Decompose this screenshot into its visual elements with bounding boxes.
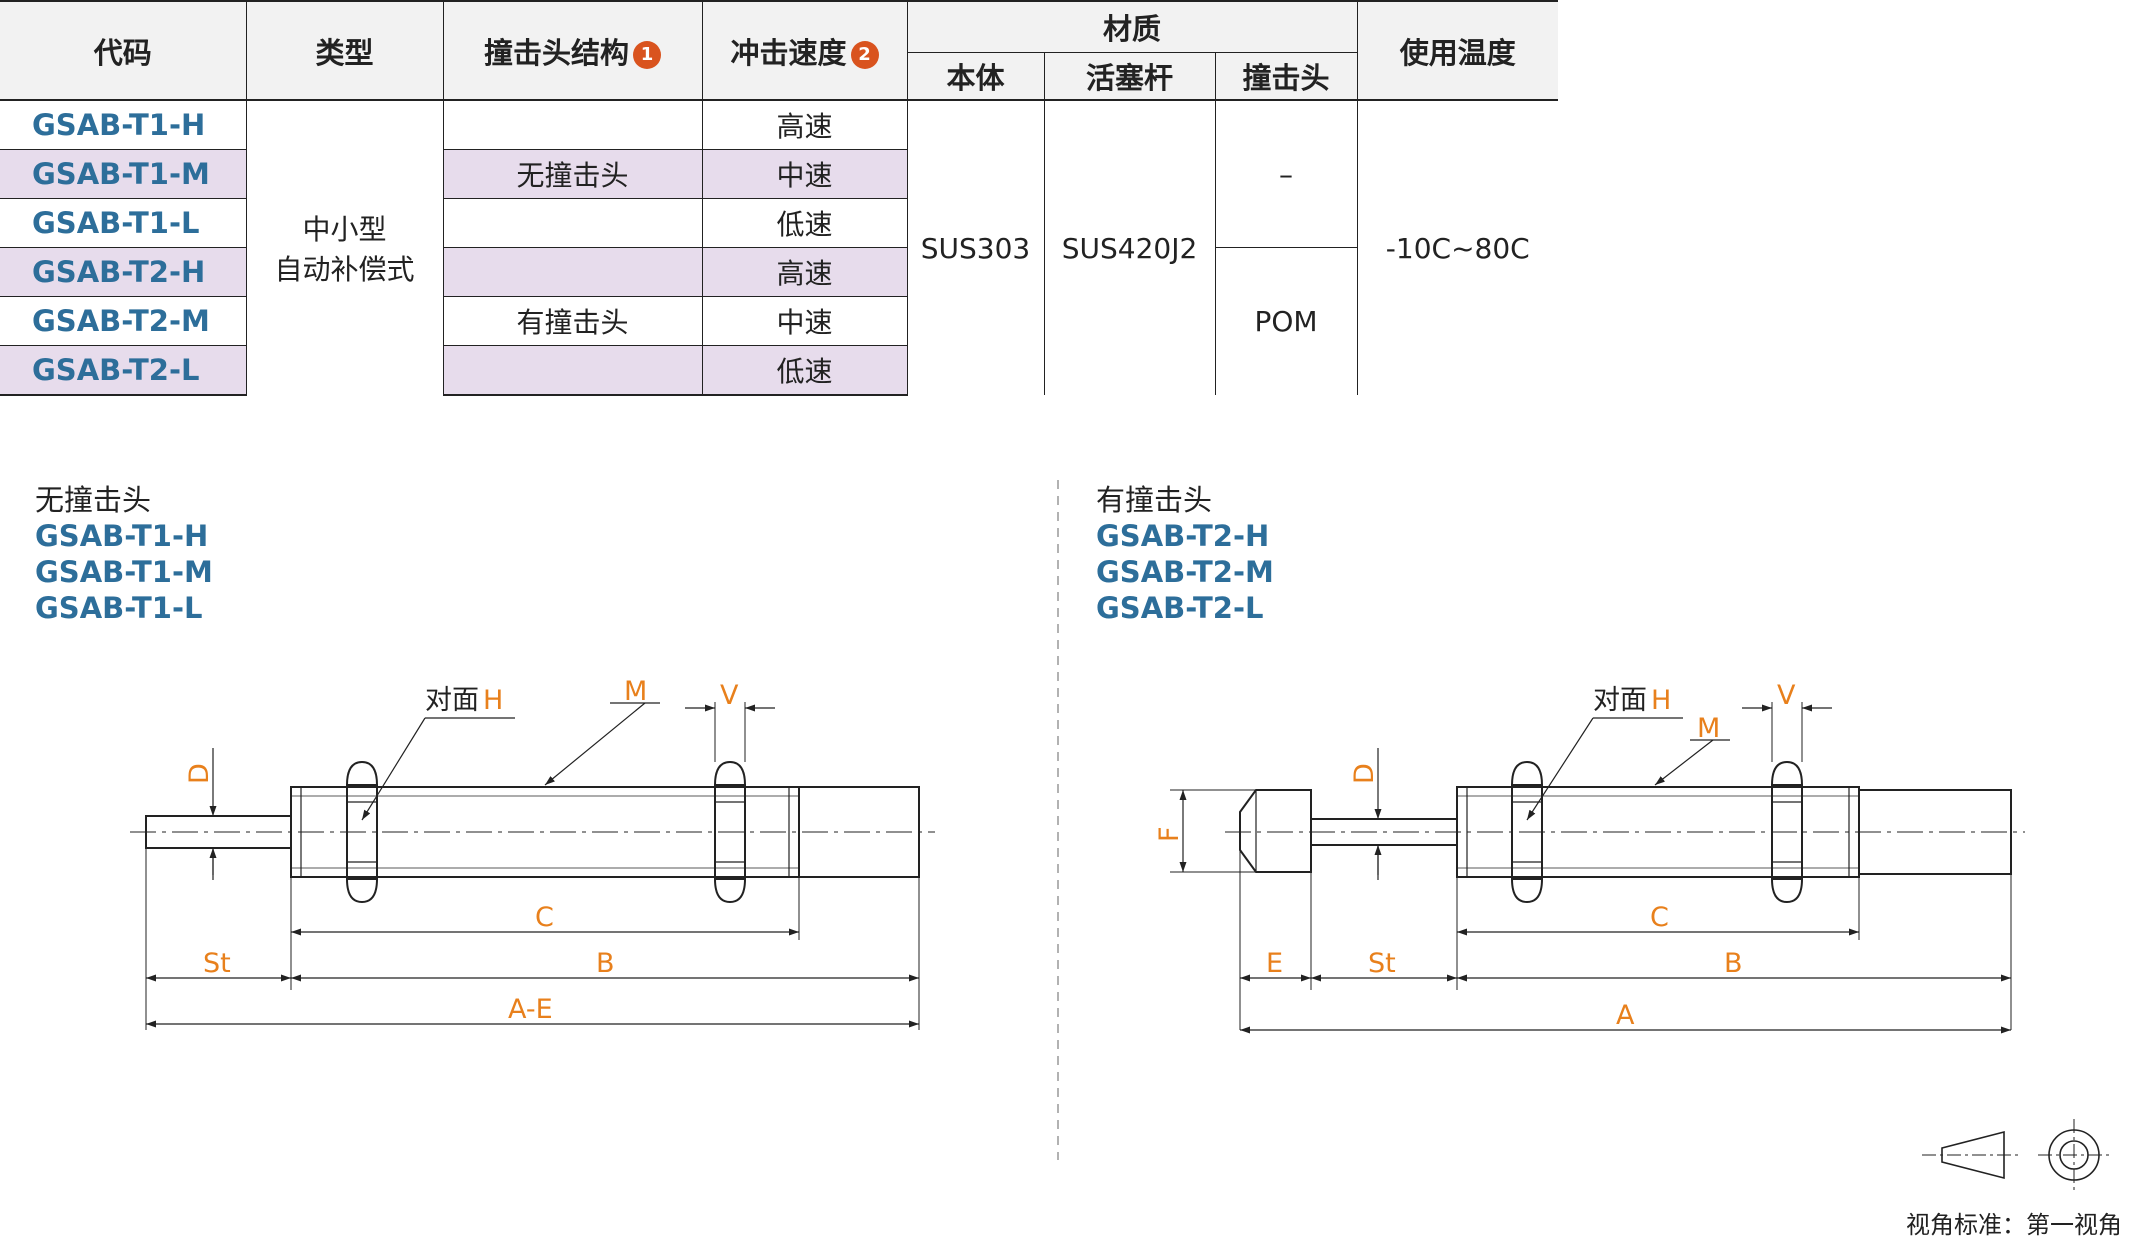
label-h: H: [1651, 685, 1671, 716]
code-cell: GSAB-T2-L: [0, 345, 247, 396]
leader-h: [361, 717, 426, 821]
label-m: M: [1697, 713, 1720, 744]
striker-cell: 有撞击头: [442, 296, 703, 346]
head-none-cell: –: [1214, 100, 1358, 248]
label-c: C: [535, 902, 554, 933]
label-st: St: [203, 948, 231, 979]
speed-cell: 低速: [701, 198, 907, 248]
code-cell: GSAB-T1-M: [0, 149, 247, 199]
right-caption-code: GSAB-T2-M: [1096, 555, 1274, 589]
temp-cell: -10C~80C: [1356, 100, 1558, 395]
striker-cell: [442, 345, 703, 396]
label-b: B: [1724, 948, 1743, 979]
header-head: 撞击头: [1214, 52, 1357, 101]
left-caption-title: 无撞击头: [35, 483, 152, 517]
head-pom-cell: POM: [1214, 247, 1357, 395]
code-cell: GSAB-T1-H: [0, 100, 247, 150]
right-caption-code: GSAB-T2-H: [1096, 519, 1270, 553]
label-st: St: [1368, 948, 1396, 979]
type-cell: 中小型自动补偿式: [245, 100, 444, 395]
left-caption-code: GSAB-T1-H: [35, 519, 209, 553]
label-a: A: [1616, 1000, 1635, 1031]
body-material-cell: SUS303: [906, 100, 1045, 395]
label-v: V: [720, 680, 739, 711]
speed-cell: 中速: [701, 149, 907, 199]
label-face: 对面: [1593, 685, 1647, 716]
code-cell: GSAB-T2-M: [0, 296, 247, 346]
header-code: 代码: [0, 0, 247, 101]
header-temp: 使用温度: [1356, 0, 1558, 101]
code-cell: GSAB-T1-L: [0, 198, 247, 248]
label-face: 对面: [425, 685, 479, 716]
striker-cell: 无撞击头: [442, 149, 703, 199]
striker-cell: [442, 247, 703, 297]
right-caption-title: 有撞击头: [1096, 483, 1213, 517]
label-h: H: [483, 685, 503, 716]
header-striker-label: 撞击头结构: [483, 35, 629, 70]
left-drawing: [130, 702, 935, 1030]
type-line1: 中小型: [302, 213, 387, 246]
leader-m: [1654, 739, 1714, 786]
striker-cell: [442, 100, 703, 150]
label-a-minus-e: A-E: [508, 994, 553, 1025]
label-e: E: [1266, 948, 1283, 979]
type-line2: 自动补偿式: [274, 253, 415, 286]
speed-cell: 中速: [701, 296, 907, 346]
left-caption-code: GSAB-T1-L: [35, 591, 203, 625]
right-drawing: [1170, 702, 2025, 1034]
label-d: D: [184, 763, 215, 784]
note-badge-1: 1: [633, 40, 661, 69]
label-c: C: [1650, 902, 1669, 933]
code-cell: GSAB-T2-H: [0, 247, 247, 297]
right-caption-code: GSAB-T2-L: [1096, 591, 1264, 625]
header-type: 类型: [245, 0, 444, 101]
projection-symbol-icon: [1922, 1119, 2110, 1191]
table-row: GSAB-T1-H 中小型自动补偿式 高速 SUS303 SUS420J2 – …: [0, 100, 1558, 395]
speed-cell: 高速: [701, 247, 908, 297]
label-d: D: [1349, 763, 1380, 784]
header-body: 本体: [907, 52, 1045, 101]
header-speed-label: 冲击速度: [730, 35, 847, 70]
header-rod: 活塞杆: [1043, 52, 1216, 101]
label-v: V: [1777, 680, 1796, 711]
right-caption: 有撞击头 GSAB-T2-H GSAB-T2-M GSAB-T2-L: [1096, 482, 1274, 626]
label-f: F: [1154, 826, 1185, 842]
rod-material-cell: SUS420J2: [1043, 100, 1216, 395]
leader-m: [544, 702, 646, 786]
leader-h: [1526, 717, 1594, 821]
label-m: M: [624, 676, 647, 707]
hex-nut: [714, 760, 746, 904]
projection-standard-label: 视角标准：第一视角: [1906, 1211, 2122, 1239]
table-row: GSAB-T1-L 低速: [0, 198, 1558, 248]
left-caption-code: GSAB-T1-M: [35, 555, 213, 589]
left-caption: 无撞击头 GSAB-T1-H GSAB-T1-M GSAB-T1-L: [35, 482, 213, 626]
striker-head: [1239, 789, 1312, 873]
table-row: GSAB-T2-M 有撞击头 中速: [0, 296, 1558, 346]
speed-cell: 低速: [701, 345, 907, 396]
header-material: 材质: [906, 0, 1358, 53]
note-badge-2: 2: [850, 40, 879, 69]
label-b: B: [596, 948, 615, 979]
